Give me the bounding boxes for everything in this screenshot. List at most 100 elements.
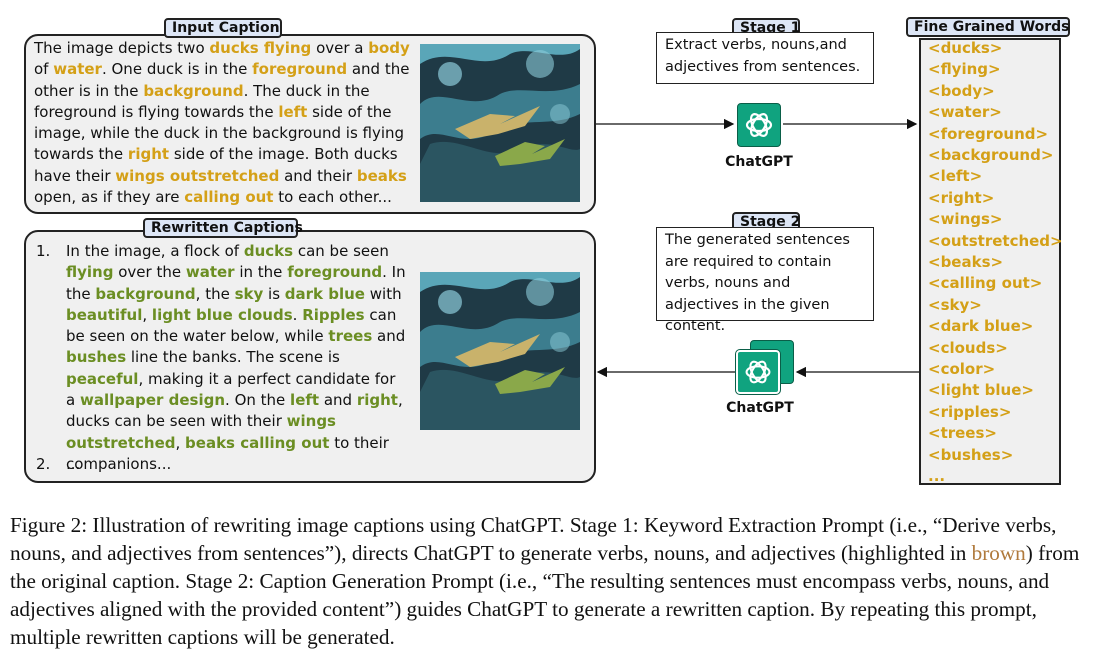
rewritten-item-1-number: 1. (36, 242, 51, 260)
input-caption-text: . The duck in the foreground is flying t… (34, 81, 370, 121)
rewritten-caption-text: In the image, a flock of (66, 242, 244, 260)
fine-grained-word: <wings> (928, 210, 1003, 229)
rewritten-caption-keyword: Ripples (302, 305, 365, 324)
fine-grained-word: <color> (928, 360, 996, 378)
input-caption-keyword: body (368, 39, 410, 57)
rewritten-caption-keyword: right (356, 391, 398, 410)
rewritten-caption-keyword: beaks calling out (185, 433, 330, 452)
figure-caption-part-1: Figure 2: Illustration of rewriting imag… (10, 513, 1057, 565)
rewritten-caption-text: , (175, 433, 186, 452)
fine-grained-word: <background> (928, 146, 1054, 164)
rewritten-caption-text: can be seen on the water below, while (66, 305, 397, 346)
figure-caption-brown-word: brown (971, 541, 1026, 565)
rewritten-caption-text: with (364, 284, 402, 303)
input-caption-keyword: beaks (356, 166, 407, 185)
rewritten-caption-text: line the banks. The scene is (126, 348, 340, 367)
rewritten-caption-text: , making it a perfect candidate for a (66, 369, 396, 410)
fine-grained-word: <water> (928, 103, 1002, 122)
ducks-image-2 (420, 272, 580, 430)
rewritten-caption-text: . On the (225, 391, 291, 410)
stage-1-prompt-box: Extract verbs, nouns,and adjectives from… (656, 32, 874, 84)
input-caption-tag: Input Caption (164, 18, 282, 38)
chatgpt-label-2: ChatGPT (726, 400, 794, 416)
input-caption-keyword: water (53, 60, 102, 79)
rewritten-item-1-text: In the image, a flock of ducks can be se… (66, 241, 406, 475)
input-caption-text: The image depicts two (34, 39, 210, 57)
input-caption-keyword: left (278, 102, 308, 121)
input-caption-text: open, as if they are (34, 188, 185, 207)
flow-arrows (596, 118, 919, 378)
rewritten-caption-text: can be seen (293, 242, 389, 260)
fine-grained-word: <ducks> (928, 39, 1003, 57)
rewritten-caption-keyword: water (185, 263, 235, 282)
rewritten-caption-keyword: background (95, 284, 196, 303)
input-caption-keyword: wings outstretched (115, 166, 280, 185)
fine-grained-word: <clouds> (928, 338, 1008, 357)
rewritten-caption-text: and (372, 327, 406, 346)
rewritten-captions-tag: Rewritten Captions (143, 218, 303, 238)
input-caption-text: of (34, 60, 54, 79)
rewritten-caption-text: , ducks can be seen with their (66, 391, 403, 431)
rewritten-caption-keyword: left (290, 391, 320, 410)
rewritten-caption-text: , the (195, 284, 235, 303)
rewritten-caption-keyword: bushes (66, 348, 127, 367)
input-caption-text: to each other... (273, 188, 392, 207)
rewritten-caption-text: and (319, 391, 357, 410)
rewritten-caption-keyword: wallpaper design (79, 391, 226, 410)
figure-caption: Figure 2: Illustration of rewriting imag… (10, 511, 1080, 651)
fine-grained-word: <outstretched> (928, 231, 1063, 250)
fine-grained-word: <flying> (928, 60, 1001, 79)
input-caption-text: and the other is in the (34, 60, 410, 100)
rewritten-caption-keyword: dark blue (284, 284, 365, 303)
input-caption-keyword: right (127, 145, 170, 164)
rewritten-caption-keyword: peaceful (66, 369, 139, 388)
ducks-image-1 (420, 44, 580, 202)
rewritten-item-2-text: ... (66, 455, 81, 473)
rewritten-caption-keyword: light blue clouds (151, 305, 293, 324)
fine-grained-words-tag: Fine Grained Words (906, 17, 1070, 37)
stage-2-prompt-box: The generated sentences are required to … (656, 227, 874, 334)
input-caption-text: and their (279, 166, 357, 185)
fine-grained-words-list: <ducks><flying><body><water><foreground>… (919, 38, 1063, 485)
rewritten-caption-keyword: trees (328, 327, 373, 346)
fine-grained-word: <ripples> (928, 402, 1012, 421)
fine-grained-word: <trees> (928, 424, 997, 443)
input-caption-keyword: foreground (252, 60, 348, 79)
chatgpt-knot-icon-2 (745, 360, 771, 384)
input-caption-text: The image depicts two ducks flying over … (34, 38, 426, 208)
input-caption-keyword: background (143, 81, 244, 100)
input-caption-text: side of the image. Both ducks have their (34, 145, 398, 185)
rewritten-caption-keyword: foreground (287, 263, 383, 282)
rewritten-caption-text: to their companions... (66, 433, 389, 473)
rewritten-caption-text: , (142, 305, 152, 324)
input-caption-text: . One duck is in the (101, 60, 253, 79)
rewritten-caption-text: in the (234, 263, 288, 282)
fine-grained-word: <right> (928, 188, 995, 207)
fine-grained-word: ... (928, 467, 946, 485)
rewritten-caption-text: over the (113, 263, 186, 282)
chatgpt-logo-icon-2 (736, 350, 780, 394)
fine-grained-word: <sky> (928, 295, 982, 314)
rewritten-caption-keyword: beautiful (66, 305, 143, 324)
input-caption-keyword: ducks flying (209, 39, 312, 57)
fine-grained-word: <foreground> (928, 124, 1049, 143)
rewritten-caption-keyword: sky (234, 284, 264, 303)
rewritten-caption-text: is (263, 284, 285, 303)
figure-caption-part-2: ) from the original caption. Stage 2: Ca… (10, 541, 1080, 649)
fine-grained-word: <left> (928, 167, 983, 186)
fine-grained-word: <beaks> (928, 253, 1004, 271)
input-caption-keyword: calling out (184, 188, 274, 207)
rewritten-caption-text: . In the (66, 263, 406, 303)
rewritten-caption-text: . (292, 305, 303, 324)
fine-grained-word: <light blue> (928, 381, 1034, 400)
chatgpt-knot-icon (745, 113, 773, 137)
rewritten-caption-keyword: wings outstretched (66, 412, 336, 452)
chatgpt-logo-icon (737, 103, 781, 147)
rewritten-caption-keyword: flying (66, 263, 114, 282)
fine-grained-word: <calling out> (928, 274, 1043, 293)
chatgpt-label-1: ChatGPT (725, 154, 793, 170)
rewritten-item-2-number: 2. (36, 455, 51, 473)
input-caption-text: over a (311, 39, 369, 57)
rewritten-caption-keyword: ducks (243, 242, 294, 260)
fine-grained-word: <bushes> (928, 445, 1014, 464)
